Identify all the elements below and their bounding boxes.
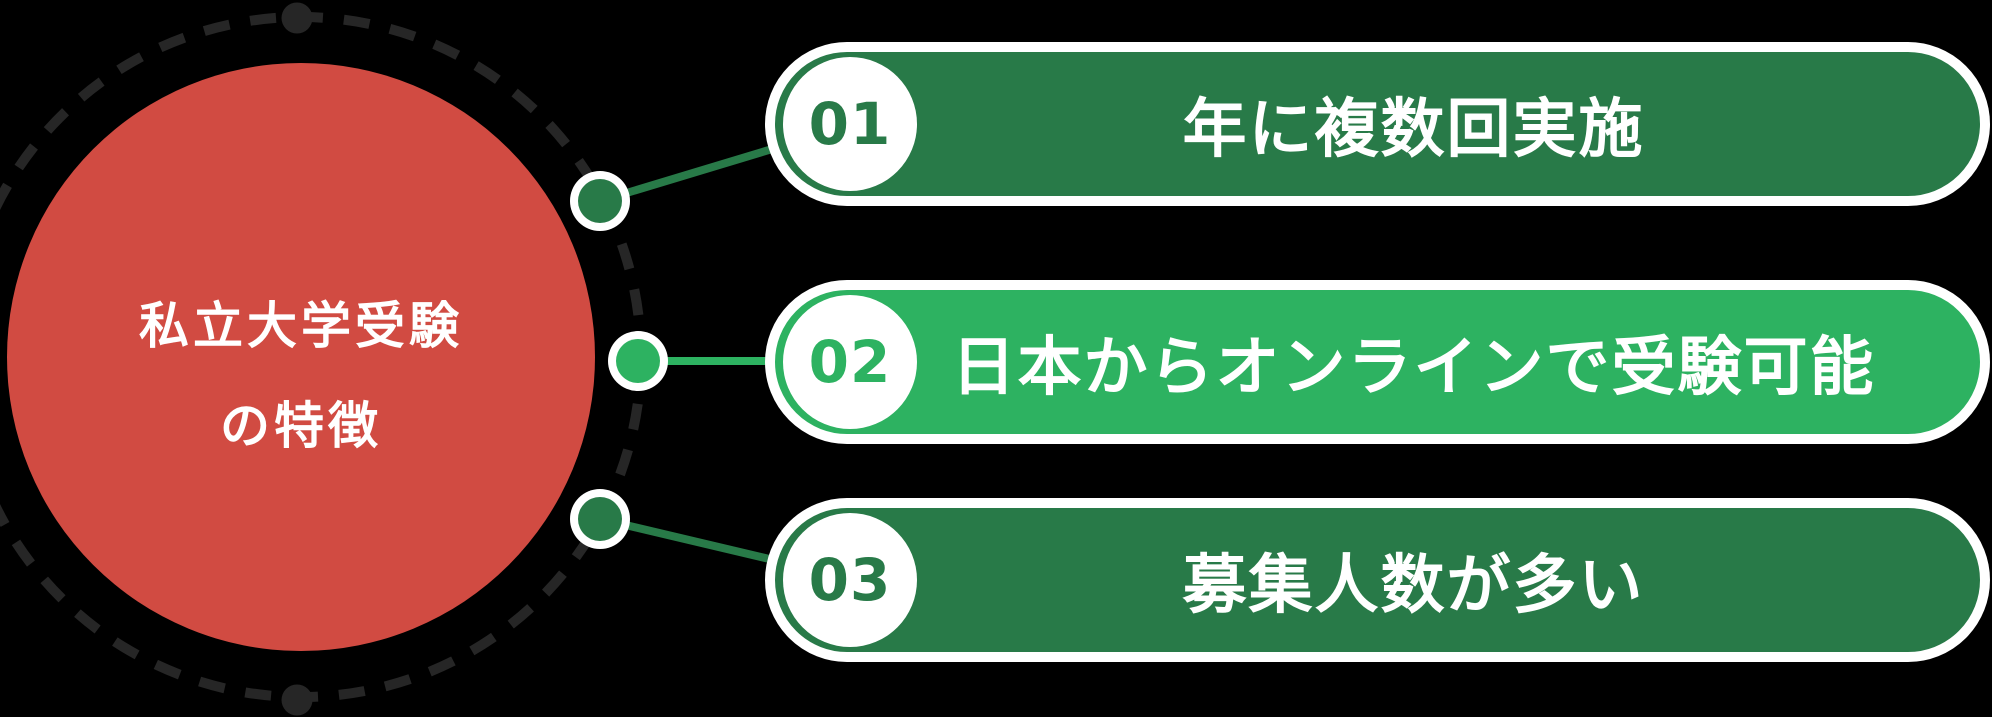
hub-circle: 私立大学受験 の特徴	[7, 63, 595, 651]
connector-dot-3	[578, 497, 622, 541]
feature-bar-1: 01 年に複数回実施	[765, 42, 1990, 206]
item-number-2: 02	[808, 328, 892, 396]
feature-bar-2: 02 日本からオンラインで受験可能	[765, 280, 1990, 444]
item-number-3: 03	[808, 546, 892, 614]
item-label-2: 日本からオンラインで受験可能	[951, 331, 1876, 405]
connector-dot-2	[616, 339, 660, 383]
hub-title-line2: の特徴	[220, 397, 382, 455]
item-number-badge-3: 03	[783, 513, 917, 647]
connector-dot-1	[578, 179, 622, 223]
feature-bar-3: 03 募集人数が多い	[765, 498, 1990, 662]
item-number-badge-2: 02	[783, 295, 917, 429]
orbit-node-bottom	[281, 684, 313, 716]
item-label-3: 募集人数が多い	[1182, 549, 1645, 623]
hub-title-line1: 私立大学受験	[139, 297, 463, 355]
item-number-1: 01	[808, 90, 892, 158]
orbit-node-top	[281, 2, 313, 34]
item-number-badge-1: 01	[783, 57, 917, 191]
item-label-1: 年に複数回実施	[1182, 93, 1645, 167]
